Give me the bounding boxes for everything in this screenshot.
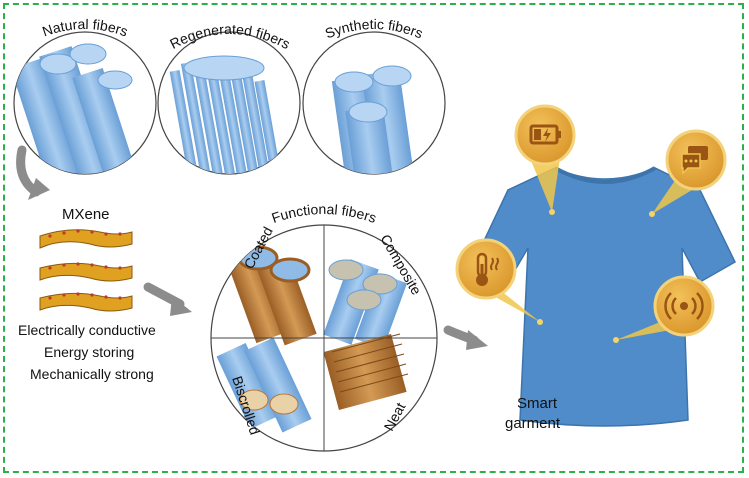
arrow-to-garment — [443, 325, 488, 350]
natural-fibers-circle — [13, 31, 157, 175]
natural-fiber-bundle — [14, 43, 140, 174]
regenerated-fiber-bundle — [169, 55, 284, 174]
garment-label-line2: garment — [505, 415, 561, 432]
composite-fiber-illustration — [323, 259, 408, 350]
wireless-signal-icon — [664, 292, 704, 320]
callout-signal — [613, 275, 715, 343]
callout-temperature — [455, 238, 543, 325]
garment-label-line1: Smart — [517, 395, 558, 412]
arrow-to-functional-fibers — [143, 282, 192, 316]
property-mechanically-strong: Mechanically strong — [30, 366, 154, 382]
curved-arrow-to-mxene — [16, 145, 50, 200]
thermometer-icon — [476, 252, 499, 286]
regenerated-fibers-circle — [157, 31, 301, 175]
synthetic-fiber-bundle — [331, 65, 417, 174]
neat-fiber-illustration — [323, 333, 409, 411]
functional-fibers-title: Functional fibers — [269, 201, 378, 226]
property-energy-storing: Energy storing — [44, 344, 135, 360]
battery-charging-icon — [529, 124, 561, 145]
functional-fibers-circle — [210, 224, 438, 452]
chat-bubbles-icon — [681, 146, 708, 175]
biscrolled-fiber-illustration — [216, 337, 312, 433]
natural-fibers-label: Natural fibers — [40, 16, 130, 40]
synthetic-fibers-circle — [302, 31, 446, 175]
callout-battery — [514, 104, 576, 215]
mxene-flakes — [39, 229, 133, 312]
dashed-frame — [3, 3, 744, 473]
smart-garment-shirt — [473, 166, 736, 427]
mxene-title: MXene — [62, 206, 110, 223]
property-electrically-conductive: Electrically conductive — [18, 322, 156, 338]
callout-chat — [649, 129, 727, 217]
